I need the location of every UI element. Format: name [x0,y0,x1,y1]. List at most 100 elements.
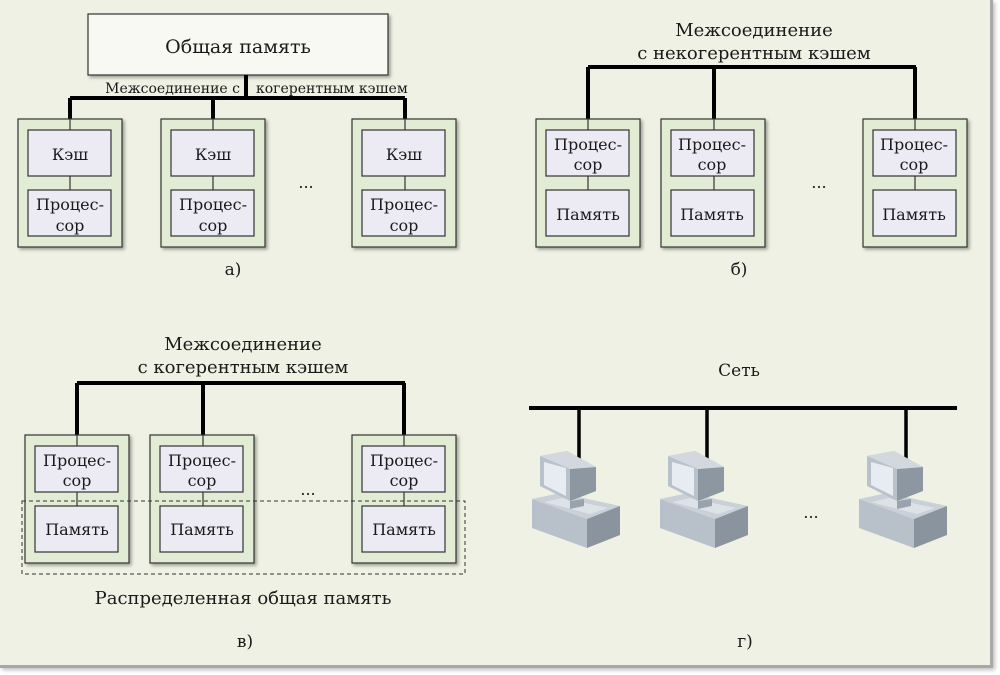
memory-label: Память [556,205,620,224]
processor-label: Процес- [43,451,111,470]
node-b1: Процес- сор Память [535,118,641,248]
computer-base-side [715,506,748,548]
memory-label: Память [680,205,744,224]
cache-label: Кэш [386,145,422,164]
memory-box [34,505,119,553]
computer-base-side [587,506,620,548]
ellipsis: ... [298,173,313,192]
processor-box [159,445,244,493]
processor-label: Процес- [370,451,438,470]
processor-label: сор [574,155,603,174]
processor-label: Процес- [36,195,104,214]
computer-stand [897,499,911,509]
processor-label: сор [698,155,727,174]
memory-label: Память [372,520,436,539]
memory-box [545,189,630,237]
processor-box [545,129,630,177]
panel-b: Межсоединение с некогерентным кэшем Проц… [535,20,968,280]
node-c1: Процес- сор Память [24,434,130,564]
processor-label: сор [63,471,92,490]
panel-caption: в) [237,632,253,652]
shared-memory-label: Общая память [165,36,311,58]
cache-box [27,129,112,177]
node-b3: Процес- сор Память [862,118,968,248]
computer-stand [570,499,584,509]
panel-caption: б) [731,260,748,280]
distributed-memory-label: Распределенная общая память [95,588,392,609]
ellipsis: ... [811,173,826,192]
node-a3: Кэш Процес- сор [351,118,457,248]
interconnect-label-right: когерентным кэшем [256,81,408,97]
processor-label: сор [188,471,217,490]
network-label: Сеть [718,361,760,381]
computer-icon [532,451,620,548]
memory-label: Память [882,205,946,224]
processor-box [170,189,255,237]
computer-monitor-top [540,451,596,469]
memory-box [159,505,244,553]
memory-box [361,505,446,553]
processor-box [872,129,957,177]
ellipsis: ... [300,480,315,499]
distributed-memory-outline [21,500,466,575]
panel-caption: а) [225,260,242,280]
interconnect-label: с некогерентным кэшем [637,43,871,64]
computer-screen [672,462,694,496]
computer-monitor-side [698,467,724,501]
panel-d: Сеть ... г) [529,361,957,652]
processor-label: сор [390,471,419,490]
ellipsis: ... [803,503,818,522]
node-a2: Кэш Процес- сор [160,118,266,248]
processor-label: сор [56,216,85,235]
computer-monitor-top [867,451,923,469]
processor-box [361,189,446,237]
cache-box [170,129,255,177]
cache-box [361,129,446,177]
interconnect-label: с когерентным кэшем [138,357,349,378]
processor-label: Процес- [678,135,746,154]
processor-box [34,445,119,493]
computer-screen [871,462,893,496]
node-c2: Процес- сор Память [149,434,255,564]
cache-label: Кэш [52,145,88,164]
node-b2: Процес- сор Память [660,118,766,248]
interconnect-label-left: Межсоединение с [105,81,240,97]
computer-icon [859,451,947,548]
processor-box [27,189,112,237]
memory-box [670,189,755,237]
processor-label: Процес- [880,135,948,154]
processor-label: Процес- [179,195,247,214]
interconnect-label: Межсоединение [675,20,833,41]
computer-base-side [914,506,947,548]
processor-box [670,129,755,177]
node-c3: Процес- сор Память [351,434,457,564]
computer-base-front [532,499,587,548]
panel-caption: г) [737,632,753,652]
memory-box [872,189,957,237]
processor-label: сор [390,216,419,235]
memory-label: Память [45,520,109,539]
processor-label: сор [900,155,929,174]
interconnect-label: Межсоединение [164,334,322,355]
cache-label: Кэш [195,145,231,164]
node-a1: Кэш Процес- сор [17,118,123,248]
computer-screen [544,462,566,496]
computer-base-front [660,499,715,548]
computer-monitor-top [668,451,724,469]
computer-base-front [859,499,914,548]
processor-label: Процес- [370,195,438,214]
computer-monitor-side [897,467,923,501]
computer-monitor-side [570,467,596,501]
panel-c: Межсоединение с когерентным кэшем Процес… [21,334,466,652]
memory-label: Память [170,520,234,539]
panel-a: Общая память Межсоединение с когерентным… [17,13,457,280]
computer-icon [660,451,748,548]
processor-label: Процес- [168,451,236,470]
processor-label: сор [199,216,228,235]
processor-box [361,445,446,493]
processor-label: Процес- [554,135,622,154]
shared-memory-box [87,13,389,76]
computer-stand [698,499,712,509]
